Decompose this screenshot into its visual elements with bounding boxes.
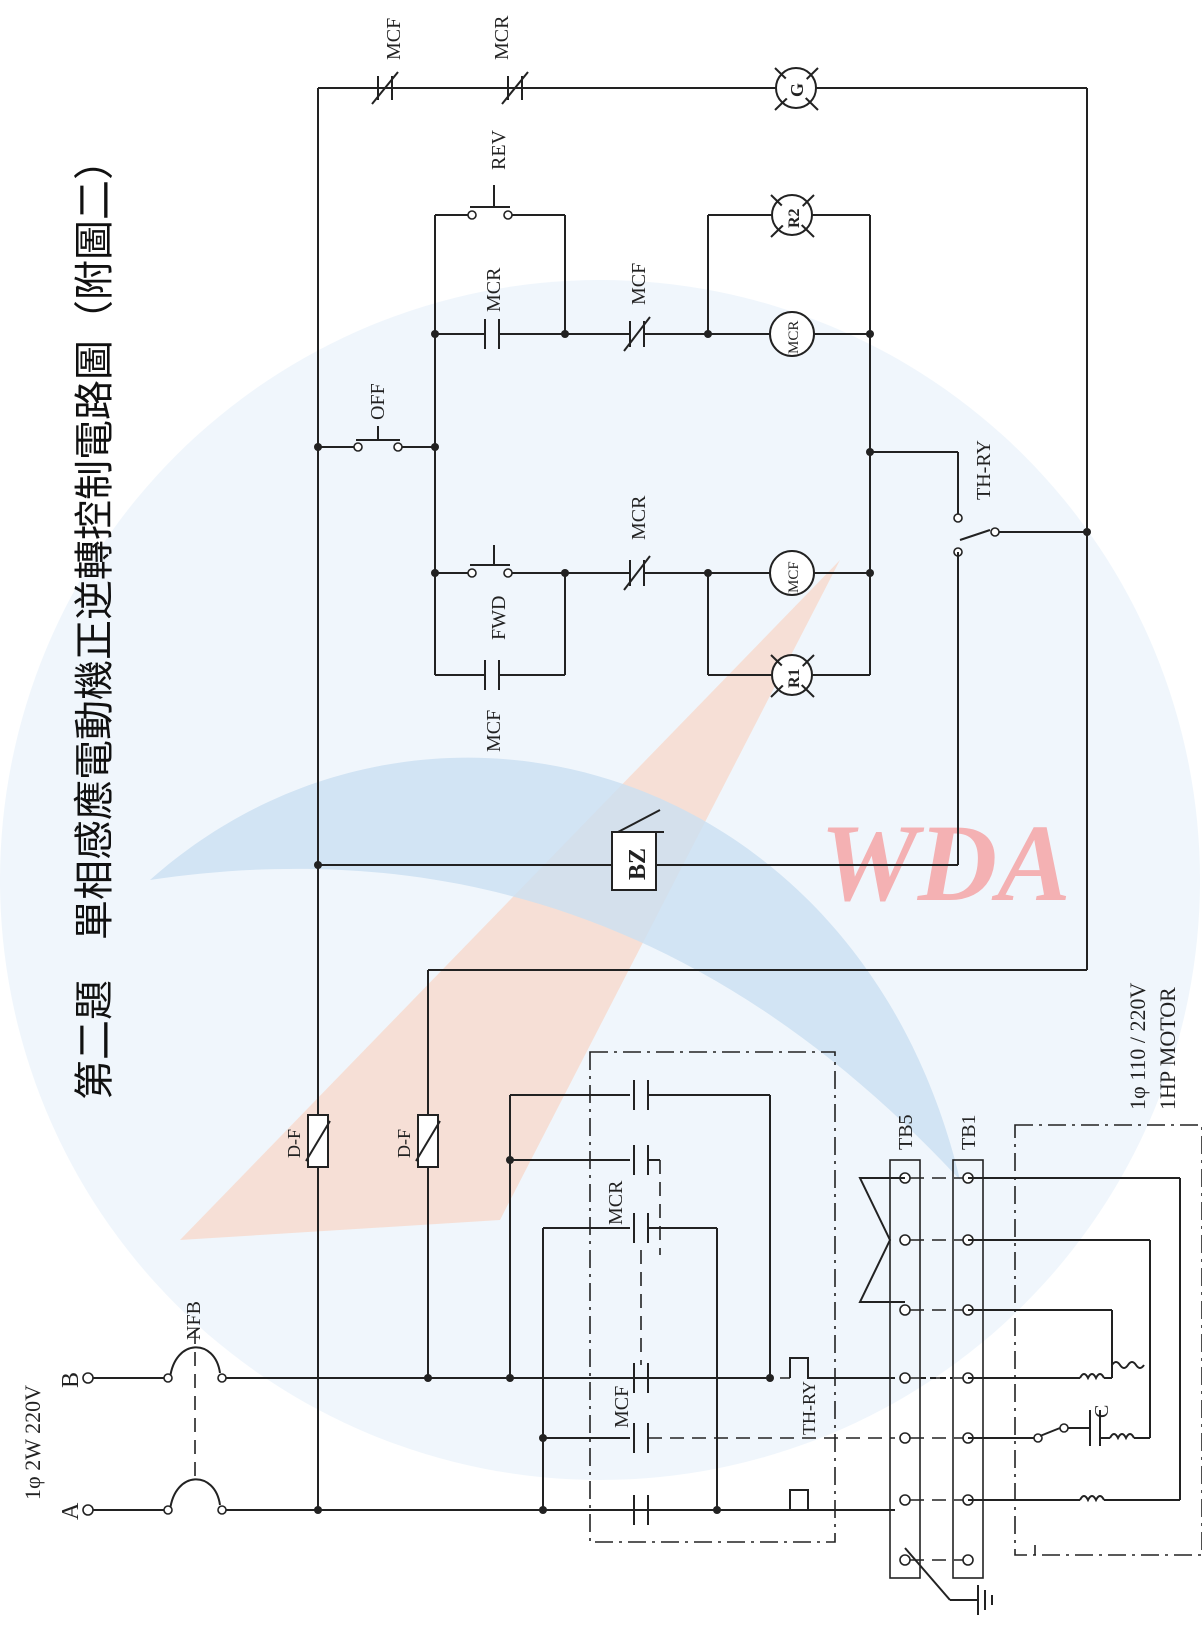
- terminal-a: [82, 1504, 94, 1516]
- mcr-main-label: MCR: [605, 1180, 627, 1225]
- winding-1: [1111, 1361, 1145, 1369]
- lamp-r2-label: R2: [786, 208, 803, 228]
- capacitor-label: C: [1091, 1405, 1113, 1418]
- buzzer: [611, 831, 657, 891]
- fuse-2-label: D-F: [394, 1129, 414, 1158]
- winding-run: [1079, 1495, 1105, 1503]
- tb1-label: TB1: [958, 1114, 980, 1150]
- mcr-interlock-top: [501, 71, 529, 105]
- watermark-brand: WDA: [820, 802, 1071, 924]
- th-ry-heater-label: TH-RY: [799, 1381, 819, 1435]
- tb5-terminal: [899, 1304, 911, 1316]
- power-section: MCR MCF TH-RY: [506, 1051, 895, 1543]
- tb5-terminal: [899, 1494, 911, 1506]
- top-mcr-label: MCR: [491, 15, 513, 60]
- motor-spec: 1φ 110 / 220V: [1125, 983, 1150, 1110]
- supply-label-group: 1φ 2W 220V: [20, 1385, 45, 1500]
- fwd-interlock-label: MCR: [628, 495, 650, 540]
- tb1: [952, 1159, 984, 1579]
- lamp-r1-label: R1: [786, 668, 803, 688]
- motor: 1φ 110 / 220V 1HP MOTOR C: [920, 983, 1202, 1556]
- nfb-label: NFB: [183, 1301, 205, 1340]
- winding-main: [1079, 1373, 1105, 1381]
- terminal-a-label: A: [58, 1502, 84, 1520]
- motor-box: [1014, 1124, 1202, 1556]
- supply-label: 1φ 2W 220V: [20, 1385, 45, 1500]
- rev-interlock-label: MCF: [628, 263, 650, 305]
- fwd-button-label: FWD: [488, 596, 510, 640]
- coil-mcr-label: MCR: [786, 321, 802, 354]
- control-circuit: D-F D-F MCF MCR G: [284, 15, 1091, 1514]
- winding-aux: [1109, 1433, 1135, 1441]
- terminal-blocks: TB5 TB1: [858, 1114, 993, 1615]
- nfb-pole-b: [169, 1346, 221, 1379]
- tb1-terminal: [962, 1554, 974, 1566]
- fuse-1-label: D-F: [284, 1129, 304, 1158]
- terminal-b-label: B: [58, 1372, 84, 1388]
- tb5-terminal: [899, 1432, 911, 1444]
- mcf-interlock-top: [371, 71, 399, 105]
- motor-hp: 1HP MOTOR: [1155, 987, 1180, 1110]
- watermark: WDA: [0, 280, 1200, 1480]
- buzzer-label: BZ: [625, 848, 651, 880]
- mcr-seal-label: MCR: [483, 267, 505, 312]
- tb5-jumper: [858, 1177, 905, 1303]
- tb5-label: TB5: [895, 1114, 917, 1150]
- th-ry-contact-label: TH-RY: [973, 440, 995, 500]
- page-title: 第二題 單相感應電動機正逆轉控制電路圖（附圖二）: [72, 140, 118, 1100]
- th-ry-heater-a: [789, 1489, 809, 1510]
- mcf-seal-label: MCF: [483, 710, 505, 752]
- tb5-terminal: [899, 1372, 911, 1384]
- tb5-terminal: [899, 1234, 911, 1246]
- tb5: [889, 1159, 921, 1579]
- page-title-group: 第二題 單相感應電動機正逆轉控制電路圖（附圖二）: [72, 140, 118, 1100]
- off-button-label: OFF: [367, 383, 389, 420]
- mcf-main-label: MCF: [611, 1386, 633, 1428]
- th-ry-heater-b: [789, 1357, 895, 1379]
- coil-mcf-label: MCF: [786, 561, 802, 593]
- nfb-pole-a: [169, 1478, 221, 1511]
- rev-button-label: REV: [488, 129, 510, 170]
- power-lines: A B NFB: [58, 1301, 895, 1520]
- terminal-b: [82, 1372, 94, 1384]
- tb5-terminal: [899, 1554, 911, 1566]
- contactor-box: [589, 1051, 836, 1543]
- lamp-g-label: G: [787, 83, 807, 97]
- top-mcf-label: MCF: [383, 18, 405, 60]
